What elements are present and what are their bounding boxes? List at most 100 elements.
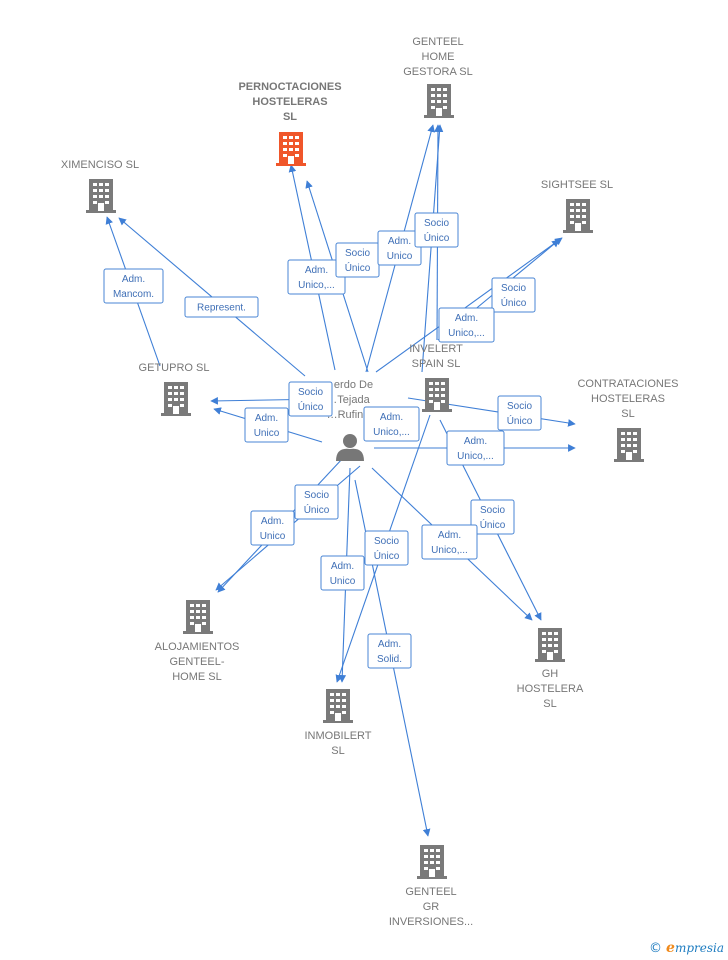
company-node-sightsee[interactable] bbox=[563, 199, 593, 233]
building-icon bbox=[563, 199, 593, 233]
company-label-line: INMOBILERT bbox=[304, 730, 371, 742]
company-node-alojamientos[interactable] bbox=[183, 600, 213, 634]
company-label-line: HOSTELERA bbox=[517, 683, 584, 695]
relation-text: Unico bbox=[254, 428, 280, 439]
person-icon bbox=[336, 434, 364, 461]
relation-label-r15[interactable]: Adm. Unico bbox=[250, 510, 295, 546]
relation-text: Adm. bbox=[378, 639, 401, 650]
company-label-line: INVELERT bbox=[409, 343, 463, 355]
relation-text: Adm. bbox=[122, 274, 145, 285]
relation-label-r2[interactable]: Represent. bbox=[184, 296, 259, 318]
relation-text: Único bbox=[507, 414, 533, 427]
company-label-line: SL bbox=[331, 745, 344, 757]
company-label-line: GENTEEL bbox=[412, 36, 463, 48]
company-node-getupro[interactable] bbox=[161, 382, 191, 416]
building-icon bbox=[323, 689, 353, 723]
graph-nodes: PERNOCTACIONES HOSTELERAS SL GENTEEL HOME GES… bbox=[61, 36, 679, 928]
relation-text: Adm. bbox=[255, 413, 278, 424]
company-label-line: GENTEEL bbox=[405, 886, 456, 898]
relation-text: Unico bbox=[330, 576, 356, 587]
relation-text: Adm. bbox=[305, 265, 328, 276]
relation-text: Unico bbox=[387, 251, 413, 262]
company-node-genteel-home-gestora[interactable] bbox=[424, 84, 454, 118]
company-label-line: HOSTELERAS bbox=[252, 96, 327, 108]
company-label-line: GESTORA SL bbox=[403, 66, 473, 78]
relation-text: Unico,... bbox=[431, 545, 468, 556]
building-icon bbox=[535, 628, 565, 662]
company-node-gh-hostelera[interactable] bbox=[535, 628, 565, 662]
relation-text: Adm. bbox=[455, 313, 478, 324]
relation-label-r17[interactable]: Adm.Unico,... bbox=[421, 524, 478, 560]
company-node-ximenciso[interactable] bbox=[86, 179, 116, 213]
relation-text: Unico bbox=[260, 531, 286, 542]
relation-text: Unico,... bbox=[373, 427, 410, 438]
company-node-contrataciones[interactable] bbox=[614, 428, 644, 462]
relation-text: Unico,... bbox=[457, 451, 494, 462]
relation-text: Socio bbox=[298, 387, 323, 398]
relation-text: Solid. bbox=[377, 654, 402, 665]
relation-label-r19[interactable]: Adm.Unico bbox=[320, 555, 365, 591]
building-icon bbox=[614, 428, 644, 462]
company-label-line: SL bbox=[283, 111, 297, 123]
relation-text: Adm. bbox=[388, 236, 411, 247]
company-node-pernoctaciones[interactable] bbox=[276, 132, 306, 166]
company-label: PERNOCTACIONES HOSTELERAS SL bbox=[238, 81, 341, 123]
company-label-line: SPAIN SL bbox=[412, 358, 461, 370]
relation-text: Adm. bbox=[464, 436, 487, 447]
relation-label-r21[interactable]: Adm. Solid. bbox=[367, 633, 412, 669]
relation-text: Único bbox=[374, 549, 400, 562]
company-label: SIGHTSEE SL bbox=[541, 179, 613, 191]
relation-label-r13[interactable]: Adm. Unico,... bbox=[446, 430, 505, 466]
company-label-line: XIMENCISO SL bbox=[61, 159, 139, 171]
company-label-line: SL bbox=[621, 408, 634, 420]
relation-label-r5[interactable]: Adm. Unico bbox=[377, 230, 422, 266]
building-icon bbox=[161, 382, 191, 416]
relation-text: Unico,... bbox=[298, 280, 335, 291]
relation-label-r8[interactable]: Adm.Unico,... bbox=[438, 307, 495, 343]
relationship-edge bbox=[421, 124, 444, 373]
company-label-line: INVERSIONES... bbox=[389, 916, 473, 928]
company-label: INVELERT SPAIN SL bbox=[409, 343, 463, 370]
relation-text: Socio bbox=[480, 505, 505, 516]
relation-text: Adm. bbox=[261, 516, 284, 527]
relation-text: Mancom. bbox=[113, 289, 154, 300]
person-node[interactable] bbox=[336, 434, 364, 461]
relation-label-r1[interactable]: Adm. Mancom. bbox=[103, 268, 164, 304]
person-label-line: …Tejada bbox=[326, 394, 370, 406]
company-label: XIMENCISO SL bbox=[61, 159, 139, 171]
relation-text: Socio bbox=[501, 283, 526, 294]
company-label-line: SL bbox=[543, 698, 556, 710]
relation-label-r11[interactable]: Adm.Unico,... bbox=[363, 406, 420, 442]
relation-text: Socio bbox=[507, 401, 532, 412]
company-node-invelert[interactable] bbox=[422, 378, 452, 412]
relation-text: Único bbox=[501, 296, 527, 309]
company-label: GENTEEL HOME GESTORA SL bbox=[403, 36, 473, 78]
company-label-line: HOME bbox=[422, 51, 455, 63]
company-node-genteel-gr[interactable] bbox=[417, 845, 447, 879]
company-label-line: GENTEEL- bbox=[169, 656, 224, 668]
company-node-inmobilert[interactable] bbox=[323, 689, 353, 723]
building-icon bbox=[86, 179, 116, 213]
company-label: INMOBILERT SL bbox=[304, 730, 371, 757]
relation-text: Único bbox=[424, 231, 450, 244]
relation-label-r10[interactable]: Adm. Unico bbox=[244, 407, 289, 443]
copyright-symbol: © bbox=[649, 941, 663, 956]
building-icon bbox=[417, 845, 447, 879]
relation-text: Único bbox=[345, 261, 371, 274]
company-label-line: ALOJAMIENTOS bbox=[155, 641, 240, 653]
company-label-line: PERNOCTACIONES bbox=[238, 81, 341, 93]
relation-text: Único bbox=[304, 503, 330, 516]
building-icon bbox=[424, 84, 454, 118]
